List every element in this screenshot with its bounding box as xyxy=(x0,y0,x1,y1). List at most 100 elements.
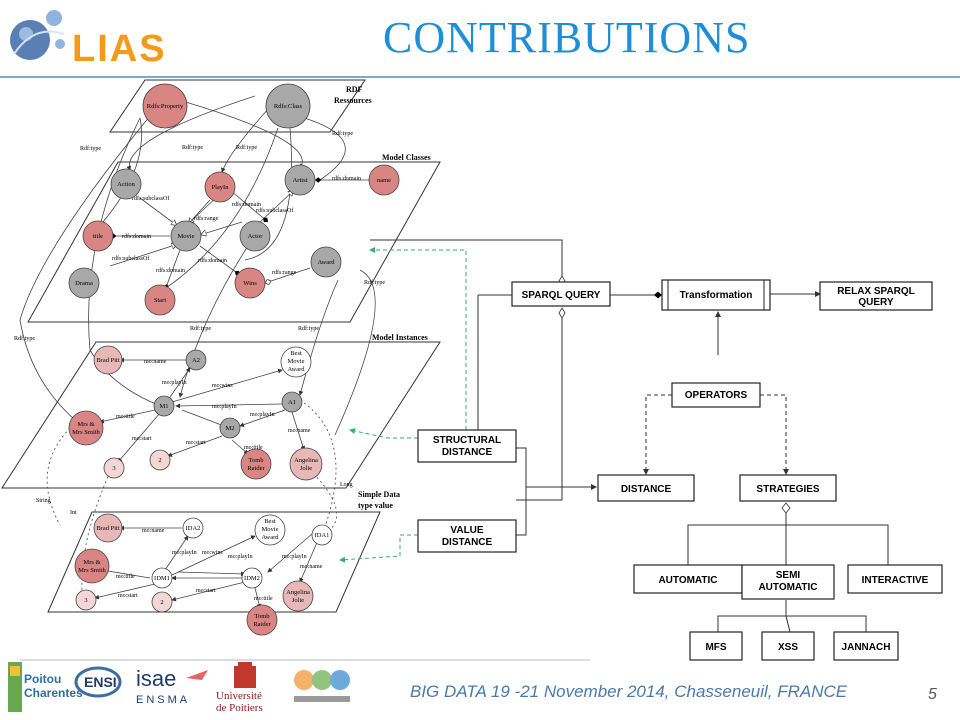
node-m1 xyxy=(153,395,175,417)
sparql-query-box xyxy=(511,281,611,307)
node-playin xyxy=(204,171,236,203)
block-connectors xyxy=(370,239,889,633)
instances-plane-label: Model Instances xyxy=(372,333,428,342)
isae-ensma-logo: isae ENSMA xyxy=(136,662,212,712)
slide-title: CONTRIBUTIONS xyxy=(383,13,751,62)
instance-node-labels: Brad Pitt A2 Best Movie Award M1 A1 Mrs … xyxy=(72,350,318,472)
label-mowins-1: mo:wins xyxy=(212,383,233,389)
label-rdftype-5: Rdf:type xyxy=(190,325,211,332)
node-data-tomb-label-2: Raider xyxy=(253,621,271,628)
node-ida2-label: IDA2 xyxy=(186,525,201,532)
node-data-brad-pitt-label: Brad Pitt xyxy=(96,525,119,532)
universite-poitiers-logo: Université de Poitiers xyxy=(212,662,278,718)
node-rdfs-property-label: Rdfs:Property xyxy=(147,103,184,110)
node-idm2 xyxy=(241,567,263,589)
node-bma-label-1: Best xyxy=(290,350,302,357)
class-node-labels: Action PlayIn Artist name title Movie Ac… xyxy=(75,177,391,304)
node-brad-pitt xyxy=(93,345,123,375)
poitou-label: Poitou xyxy=(24,672,62,686)
node-data-two-label: 2 xyxy=(160,599,163,606)
node-artist xyxy=(284,164,316,196)
node-a2-label: A2 xyxy=(192,357,200,364)
label-subclass-1: rdfs:subclassOf xyxy=(132,195,169,202)
mfs-label: MFS xyxy=(705,642,726,653)
node-best-movie-award xyxy=(280,346,312,378)
node-rdfs-class-label: Rdfs:Class xyxy=(274,103,303,110)
node-data-angelina-jolie xyxy=(282,580,314,612)
node-rdfs-property xyxy=(142,83,188,129)
instance-nodes xyxy=(68,345,323,481)
sfa-colorful-icon xyxy=(294,670,350,702)
structural-distance-label: DISTANCE xyxy=(442,447,493,458)
node-data-bma-label-1: Best xyxy=(264,518,276,525)
de-poitiers-label: de Poitiers xyxy=(216,702,263,714)
edge-labels: Rdf:type Rdf:type Rdf:type Rdf:type Rdf:… xyxy=(14,130,385,602)
node-three xyxy=(103,457,125,479)
label-moname-4: mo:name xyxy=(300,564,323,570)
node-ida1-label: IDA1 xyxy=(315,532,330,539)
operators-box xyxy=(671,382,761,408)
node-actor xyxy=(239,220,271,252)
label-rdftype-6: Rdf:type xyxy=(298,325,319,332)
label-mostart-1: mo:start xyxy=(132,436,152,442)
label-rdftype-7: Rdf:type xyxy=(14,335,35,342)
label-mostart-4: mo:start xyxy=(196,588,216,594)
node-m2 xyxy=(219,417,241,439)
ensi-label: ENSI xyxy=(84,674,117,690)
node-drama-label: Drama xyxy=(75,280,93,287)
label-domain-2: rdfs:domain xyxy=(232,201,261,208)
node-two-label: 2 xyxy=(158,457,161,464)
label-range-2: rdfs:range xyxy=(272,269,297,276)
label-moplayin-4: mo:playIn xyxy=(172,550,197,556)
universite-label: Université xyxy=(216,690,262,702)
rdf-plane-label: RDF xyxy=(346,85,363,94)
strategies-label: STRATEGIES xyxy=(756,484,819,495)
node-ida1 xyxy=(311,524,333,546)
node-title xyxy=(82,220,114,252)
automatic-label: AUTOMATIC xyxy=(658,575,717,586)
lias-logo-text: LIAS xyxy=(72,28,167,70)
rdf-plane-label-2: Ressources xyxy=(334,96,372,105)
node-mrs-mrs-smith xyxy=(68,410,104,446)
instances-plane: Model Instances xyxy=(1,333,441,489)
label-moname-1: mo:name xyxy=(144,359,167,365)
node-actor-label: Actor xyxy=(248,233,264,240)
label-moplayin-3: mo:playIn xyxy=(250,412,275,418)
operator-dashed-connectors xyxy=(643,394,789,475)
node-a1-label: A1 xyxy=(288,399,296,406)
node-tomb-raider xyxy=(240,448,272,480)
node-data-best-movie-award xyxy=(254,514,286,546)
node-a1 xyxy=(281,391,303,413)
label-moplayin-1: mo:playIn xyxy=(162,380,187,386)
node-idm2-label: IDM2 xyxy=(244,575,260,582)
class-edges xyxy=(109,177,370,291)
data-node-labels: Brad Pitt IDA2 Best Movie Award IDA1 Mrs… xyxy=(78,518,329,628)
node-data-two xyxy=(151,591,173,613)
block-labels: SPARQL QUERY Transformation RELAX SPARQL… xyxy=(433,286,929,653)
mfs-box xyxy=(689,631,743,661)
relax-sparql-label: RELAX SPARQL xyxy=(837,286,915,297)
interactive-label: INTERACTIVE xyxy=(862,575,929,586)
node-m2-label: M2 xyxy=(225,425,234,432)
label-rdftype-1: Rdf:type xyxy=(80,145,101,152)
semi-label: SEMI xyxy=(776,570,801,581)
label-rdftype-2: Rdf:type xyxy=(182,144,203,151)
isae-label: isae xyxy=(136,666,177,691)
node-movie xyxy=(170,220,202,252)
node-three-label: 3 xyxy=(112,465,115,472)
interactive-box xyxy=(847,564,943,594)
ensi-swirl-icon xyxy=(74,666,122,698)
data-nodes xyxy=(74,513,333,636)
value-distance-label: DISTANCE xyxy=(442,537,493,548)
node-data-tomb-raider xyxy=(246,604,278,636)
charentes-label: Charentes xyxy=(24,686,83,700)
label-domain-4: rdfs:domain xyxy=(156,267,185,274)
node-name-label: name xyxy=(377,177,391,184)
label-int: Int xyxy=(70,510,77,516)
node-bma-label-3: Award xyxy=(287,366,305,373)
node-title-label: title xyxy=(93,233,103,240)
ensma-label: ENSMA xyxy=(136,694,191,706)
label-motitle-1: mo:title xyxy=(116,414,135,420)
node-artist-label: Artist xyxy=(293,177,308,184)
node-mrs-label-1: Mrs & xyxy=(77,421,94,428)
